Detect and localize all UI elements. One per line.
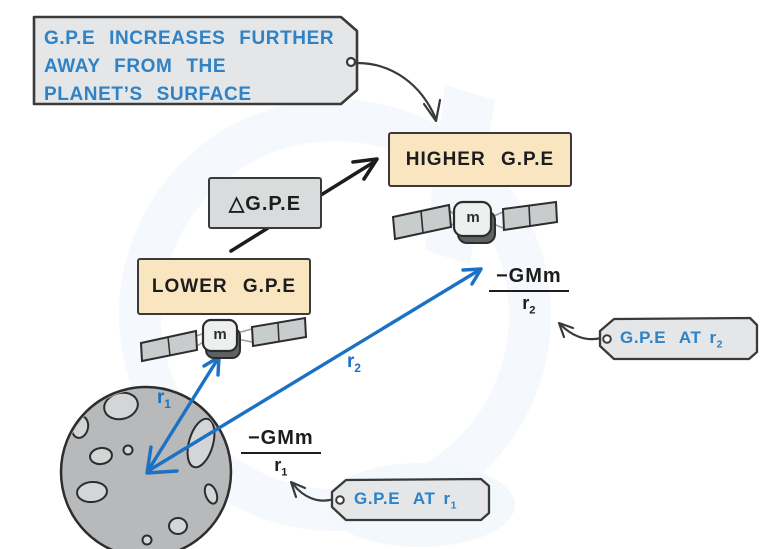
- gpe-r2-tag-hole: [602, 334, 612, 344]
- higher-gpe-label: HIGHER G.P.E: [405, 148, 555, 170]
- lower-gpe-box: LOWER G.P.E: [137, 258, 311, 315]
- gpe-at-r1-tag-text: G.P.E AT r1: [354, 489, 457, 511]
- gpe-at-r1-radius: r1: [443, 489, 458, 512]
- mass-label-lower: m: [213, 326, 227, 343]
- gpe-at-r2-radius: r2: [709, 328, 724, 351]
- gpe-formula-r2-numerator: −GMm: [489, 265, 569, 292]
- gpe-formula-r1-numerator: −GMm: [241, 427, 321, 454]
- r2-label: r2: [347, 351, 361, 375]
- note-tag-shape: [32, 15, 359, 106]
- delta-gpe-box: △G.P.E: [208, 177, 322, 229]
- gpe-formula-r2-denominator: r2: [522, 293, 536, 317]
- gpe-r1-tag-shape: [330, 477, 491, 522]
- note-line-3: PLANET’S SURFACE: [44, 84, 252, 105]
- gpe-at-r2-tag-text: G.P.E AT r2: [620, 328, 723, 350]
- lower-gpe-label: LOWER G.P.E: [151, 275, 297, 297]
- delta-gpe-label: △G.P.E: [228, 192, 302, 215]
- gpe-at-r2-prefix: G.P.E AT: [620, 328, 702, 347]
- higher-gpe-box: HIGHER G.P.E: [388, 132, 572, 187]
- satellite-upper: [391, 200, 559, 244]
- gpe-r2-tag-shape: [598, 316, 759, 361]
- gpe-r2-pointer-arrow: [557, 321, 603, 341]
- note-tag-hole: [345, 56, 357, 68]
- gpe-at-r1-prefix: G.P.E AT: [354, 489, 436, 508]
- gpe-formula-r1: −GMm r1: [241, 427, 321, 479]
- r1-label: r1: [157, 387, 171, 411]
- note-line-2: AWAY FROM THE: [44, 56, 227, 77]
- r2-arrow: [146, 267, 483, 473]
- planet: [59, 385, 233, 549]
- satellite-lower: [139, 316, 308, 363]
- mass-label-upper: m: [466, 209, 480, 226]
- r1-subscript: 1: [164, 397, 171, 411]
- note-line-1: G.P.E INCREASES FURTHER: [44, 28, 335, 49]
- note-tag-text: G.P.E INCREASES FURTHER AWAY FROM THE PL…: [44, 25, 350, 109]
- gpe-r1-tag-hole: [335, 495, 345, 505]
- planet-centre-arrowhead: [145, 445, 179, 475]
- gpe-r1-pointer-arrow: [289, 480, 336, 502]
- note-pointer-arrow: [355, 61, 442, 123]
- gpe-formula-r1-denominator: r1: [274, 455, 288, 479]
- r2-subscript: 2: [354, 361, 361, 375]
- gpe-formula-r2: −GMm r2: [489, 265, 569, 317]
